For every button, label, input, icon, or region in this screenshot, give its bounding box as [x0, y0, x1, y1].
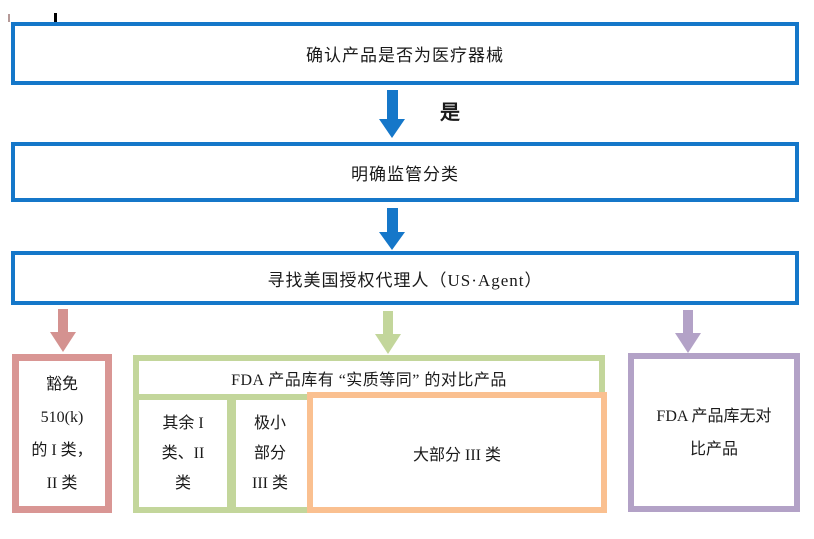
substantial-equivalence-subrow: 其余 I 类、II 类 极小 部分 III 类: [139, 400, 599, 507]
result-box-no-comparison-product: FDA 产品库无对 比产品: [628, 353, 800, 512]
divider: [227, 400, 236, 507]
sub-box-small-part-class3: 极小 部分 III 类: [236, 400, 304, 507]
substantial-equivalence-header: FDA 产品库有 “实质等同” 的对比产品: [231, 371, 507, 389]
sub-box-line: 极小: [253, 414, 286, 432]
sub-box-line: III 类: [252, 474, 288, 492]
result-box-510k-exempt-line: 的 I 类，: [31, 441, 93, 459]
sub-box-line: 类、II: [161, 444, 205, 462]
step-box-classification-label: 明确监管分类: [351, 164, 459, 184]
step-box-confirm-device: 确认产品是否为医疗器械: [11, 22, 799, 85]
cursor-artifact-icon: [8, 14, 10, 22]
sub-box-line: 其余 I: [162, 414, 204, 432]
text-cursor-icon: [54, 13, 57, 23]
result-box-no-comparison-line: FDA 产品库无对: [656, 407, 772, 425]
result-box-510k-exempt-line: II 类: [46, 474, 78, 492]
result-box-no-comparison-line: 比产品: [689, 440, 738, 458]
sub-box-most-class3-label: 大部分 III 类: [413, 446, 501, 464]
result-box-510k-exempt-line: 豁免: [45, 375, 78, 393]
sub-box-most-class3: 大部分 III 类: [307, 392, 607, 513]
sub-box-other-class1-class2: 其余 I 类、II 类: [139, 400, 227, 507]
sub-box-line: 部分: [253, 444, 286, 462]
step-box-classification: 明确监管分类: [11, 142, 799, 202]
step-box-us-agent-label: 寻找美国授权代理人（US·Agent）: [267, 270, 543, 290]
step-box-confirm-device-label: 确认产品是否为医疗器械: [306, 46, 504, 65]
step-box-us-agent: 寻找美国授权代理人（US·Agent）: [11, 251, 799, 305]
result-box-510k-exempt-line: 510(k): [40, 408, 84, 426]
yes-label: 是: [440, 102, 460, 124]
result-box-510k-exempt: 豁免 510(k) 的 I 类， II 类: [12, 354, 112, 513]
sub-box-line: 类: [174, 474, 191, 492]
